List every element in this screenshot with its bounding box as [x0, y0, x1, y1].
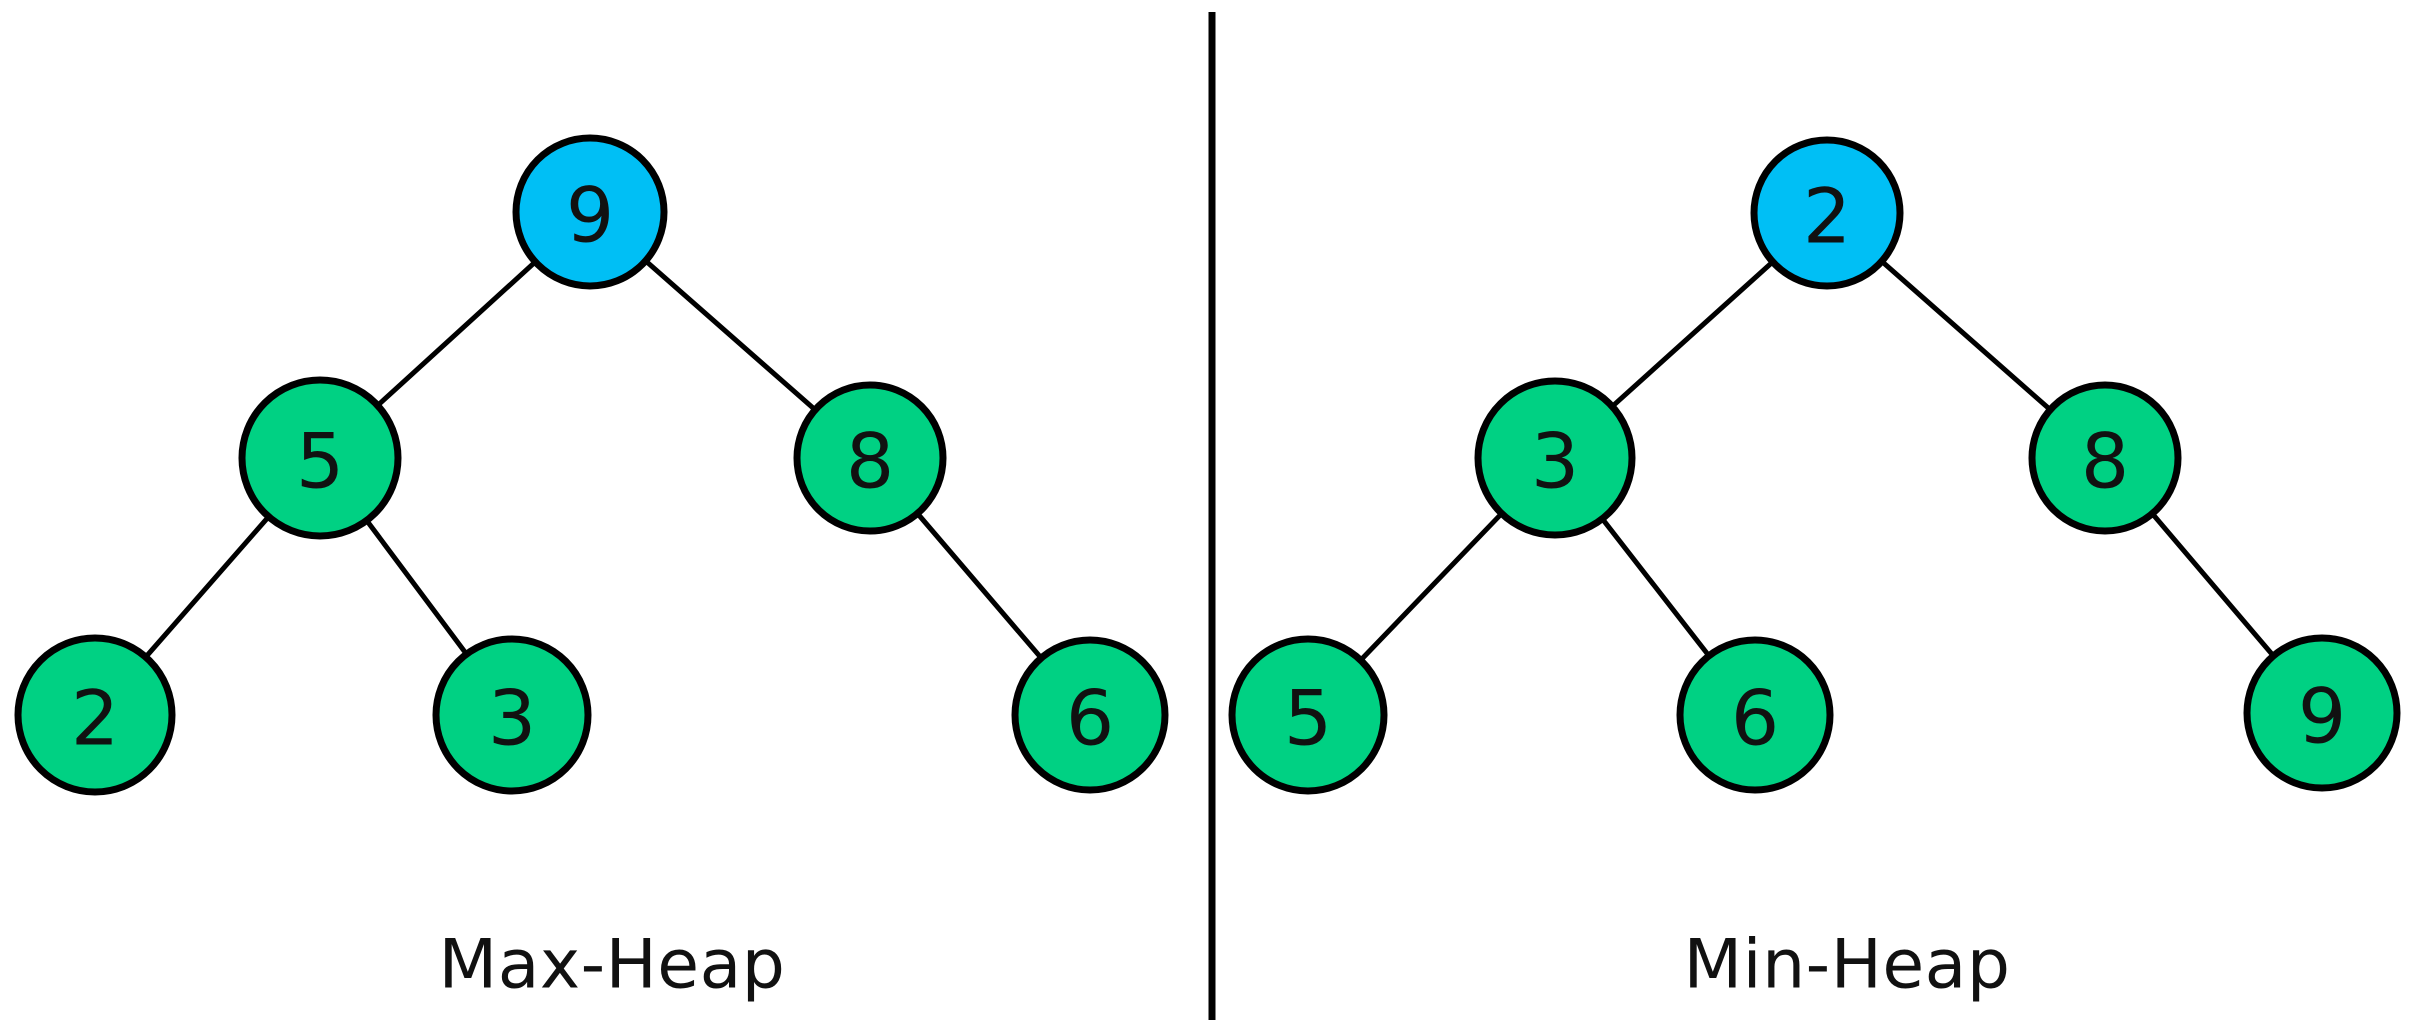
- tree-node[interactable]: 2: [1750, 136, 1904, 290]
- tree-edge: [641, 257, 820, 414]
- node-value-label: 3: [1531, 417, 1579, 506]
- node-value-label: 8: [846, 417, 894, 506]
- node-value-label: 5: [1284, 674, 1332, 763]
- tree-edge: [362, 516, 471, 659]
- tree-edge: [1356, 509, 1506, 665]
- tree-node[interactable]: 9: [512, 134, 668, 290]
- tree-node[interactable]: 8: [793, 381, 947, 535]
- node-circle[interactable]: [2028, 381, 2182, 535]
- panel-caption-max-heap: Max-Heap: [439, 926, 786, 1005]
- tree-edge: [2148, 509, 2278, 660]
- edges-layer: [141, 257, 2278, 665]
- tree-node[interactable]: 6: [1011, 636, 1169, 794]
- node-value-label: 2: [71, 674, 119, 763]
- tree-node[interactable]: 5: [1228, 635, 1388, 795]
- node-value-label: 5: [296, 417, 344, 506]
- tree-edge: [373, 257, 540, 410]
- node-circle[interactable]: [1228, 635, 1388, 795]
- node-value-label: 2: [1803, 172, 1851, 261]
- node-circle[interactable]: [2243, 634, 2401, 792]
- node-circle[interactable]: [1676, 636, 1834, 794]
- tree-node[interactable]: 2: [14, 634, 176, 796]
- node-value-label: 6: [1731, 674, 1779, 763]
- nodes-layer: 9 5 8 2 3 6 2 3 8 5 6 9: [14, 134, 2401, 796]
- node-value-label: 9: [2298, 672, 2346, 761]
- tree-edge: [913, 509, 1046, 663]
- tree-edge: [1608, 258, 1777, 411]
- captions-layer: Max-Heap Min-Heap: [439, 926, 2011, 1005]
- node-circle[interactable]: [14, 634, 176, 796]
- tree-edge: [1598, 514, 1713, 660]
- tree-edge: [141, 512, 273, 662]
- node-circle[interactable]: [238, 376, 402, 540]
- tree-node[interactable]: 5: [238, 376, 402, 540]
- tree-node[interactable]: 9: [2243, 634, 2401, 792]
- node-circle[interactable]: [432, 635, 592, 795]
- node-circle[interactable]: [1011, 636, 1169, 794]
- tree-edge: [1877, 257, 2055, 414]
- node-circle[interactable]: [1474, 377, 1636, 539]
- node-value-label: 3: [488, 674, 536, 763]
- node-circle[interactable]: [793, 381, 947, 535]
- panel-caption-min-heap: Min-Heap: [1684, 926, 2011, 1005]
- node-value-label: 6: [1066, 674, 1114, 763]
- root-node-circle[interactable]: [1750, 136, 1904, 290]
- tree-node[interactable]: 3: [432, 635, 592, 795]
- node-value-label: 8: [2081, 417, 2129, 506]
- root-node-circle[interactable]: [512, 134, 668, 290]
- tree-node[interactable]: 8: [2028, 381, 2182, 535]
- tree-node[interactable]: 6: [1676, 636, 1834, 794]
- tree-node[interactable]: 3: [1474, 377, 1636, 539]
- node-value-label: 9: [566, 171, 614, 260]
